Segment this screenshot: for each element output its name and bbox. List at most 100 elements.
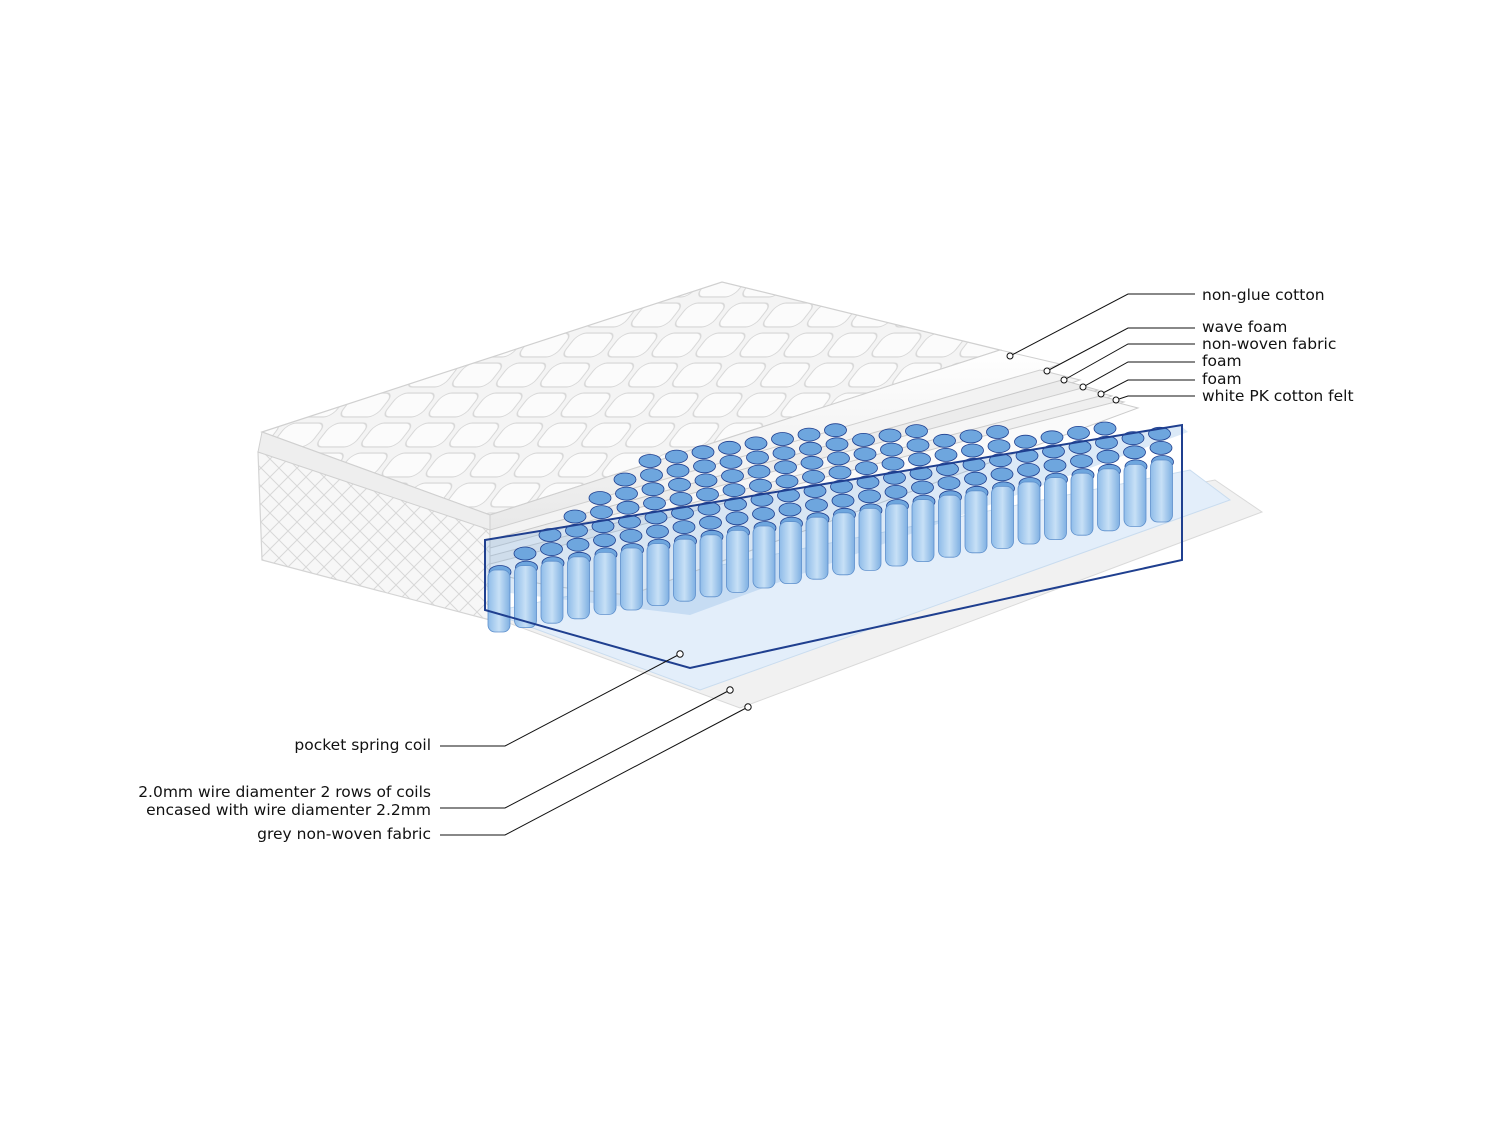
spring-coil-top: [1149, 440, 1173, 455]
spring-coil-pocket: [991, 485, 1014, 549]
spring-unit-outline: [484, 423, 1183, 670]
label-non-glue-cotton: non-glue cotton: [1202, 286, 1325, 304]
spring-coil-pocket: [1097, 468, 1120, 532]
spring-coil-top: [881, 456, 905, 471]
spring-coil-top: [852, 432, 875, 447]
spring-coil-pocket: [1017, 481, 1041, 545]
spring-coil-top: [699, 515, 722, 530]
spring-coil-top: [828, 465, 852, 480]
spring-coil-top: [878, 428, 902, 443]
spring-coil-top: [986, 425, 1009, 439]
spring-coil-top: [1067, 425, 1090, 440]
spring-coil-top: [1015, 448, 1039, 463]
spring-coil-top: [668, 477, 691, 492]
spring-coil-top: [746, 450, 769, 465]
spring-coil-top: [719, 454, 743, 469]
spring-coil-top: [593, 533, 616, 548]
spring-coil-tops: [488, 421, 1174, 579]
spring-coil-top: [802, 469, 825, 484]
spring-coil-top: [718, 440, 741, 455]
spring-coil-pocket: [514, 565, 537, 628]
spring-coil-top: [1043, 458, 1067, 473]
spring-coil-top: [905, 424, 928, 439]
spring-coil-top: [936, 462, 959, 476]
spring-coil-top: [1096, 449, 1120, 464]
spring-coil-top: [747, 464, 771, 479]
spring-coil-top: [884, 484, 908, 499]
label-wire-diameter-line-2: encased with wire diamenter 2.2mm: [146, 801, 431, 819]
spring-coil-top: [856, 475, 880, 490]
spring-coil-top: [640, 468, 663, 483]
label-pocket-spring-coil: pocket spring coil: [294, 736, 431, 754]
spring-coil-top: [1070, 454, 1093, 469]
spring-coil-top: [775, 474, 799, 489]
spring-coil-top: [722, 483, 746, 498]
spring-coil-top: [638, 454, 662, 468]
spring-coil-pocket: [726, 530, 749, 593]
spring-coil-pocket: [646, 543, 670, 606]
spring-coil-pocket: [699, 534, 723, 598]
spring-coil-top: [566, 537, 590, 552]
spring-coil-top: [989, 453, 1012, 468]
label-wave-foam: wave foam: [1202, 318, 1288, 336]
spring-coil-top: [855, 461, 878, 476]
spring-coil-top: [590, 505, 613, 519]
spring-coil-top: [665, 449, 688, 464]
spring-coil-top: [799, 441, 822, 456]
spring-coil-top: [615, 486, 638, 501]
spring-coil-pocket: [593, 552, 617, 615]
spring-coil-top: [1014, 434, 1037, 449]
spring-coil-top: [669, 491, 693, 506]
spring-coil-pocket: [858, 507, 882, 571]
spring-coil-top: [778, 502, 802, 517]
spring-coil-pocket: [832, 512, 855, 576]
spring-coil-top: [691, 445, 715, 460]
spring-coil-top: [749, 478, 772, 493]
spring-coil-top: [1093, 421, 1117, 436]
leader-lines-left: [440, 650, 752, 836]
spring-coil-top: [1042, 444, 1065, 459]
spring-coil-top: [777, 488, 800, 503]
spring-coil-top: [721, 469, 744, 483]
spring-coil-top: [805, 498, 828, 513]
spring-coil-top: [827, 451, 850, 466]
spring-coil-pocket: [567, 556, 590, 620]
spring-coil-top: [964, 471, 987, 486]
spring-coil-top: [959, 429, 983, 444]
spring-coil-top: [613, 472, 637, 487]
spring-coil-front-row: [487, 459, 1173, 633]
spring-coil-top: [831, 493, 855, 508]
spring-coil-top: [934, 447, 958, 462]
spring-coil-top: [744, 436, 768, 451]
label-non-woven-fabric: non-woven fabric: [1202, 335, 1337, 353]
spring-coil-pocket: [1150, 459, 1173, 523]
label-foam-2: foam: [1202, 370, 1242, 388]
spring-coil-top: [909, 466, 933, 481]
spring-coil-top: [588, 491, 612, 505]
spring-coil-pocket: [620, 547, 643, 611]
label-grey-non-woven-fabric: grey non-woven fabric: [257, 825, 431, 843]
spring-coil-top: [1040, 430, 1064, 445]
label-white-pk-cotton-felt: white PK cotton felt: [1202, 387, 1354, 405]
spring-coil-pocket: [1123, 463, 1147, 527]
spring-coil-pocket: [779, 521, 802, 584]
spring-coil-top: [962, 457, 986, 472]
spring-coil-top: [824, 423, 847, 438]
spring-coil-top: [1123, 445, 1146, 460]
spring-coil-pocket: [938, 494, 961, 558]
spring-coil-top: [858, 489, 881, 504]
spring-coil-top: [752, 507, 775, 521]
spring-coil-top: [694, 473, 718, 488]
spring-coil-top: [696, 487, 719, 502]
spring-coil-top: [937, 476, 961, 491]
label-foam-1: foam: [1202, 352, 1242, 370]
spring-coil-top: [853, 447, 877, 461]
spring-coil-top: [933, 433, 956, 448]
spring-coil-top: [771, 432, 794, 446]
label-wire-diameter-line-1: 2.0mm wire diamenter 2 rows of coils: [138, 783, 431, 801]
spring-coil-top: [961, 443, 984, 458]
spring-coil-pocket: [752, 525, 776, 589]
spring-coil-top: [513, 546, 537, 561]
spring-coil-pocket: [964, 490, 988, 554]
